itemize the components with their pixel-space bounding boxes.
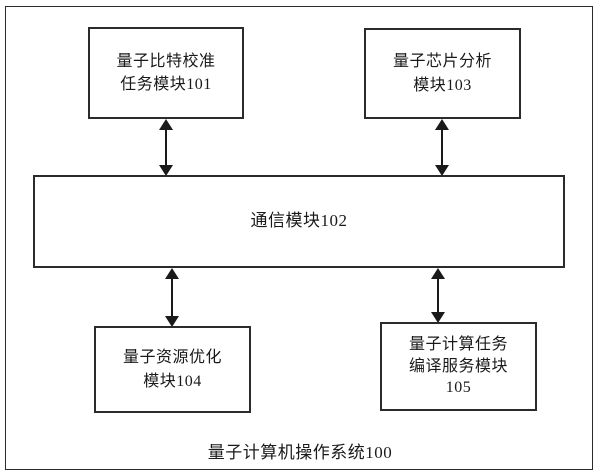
module-box-104-label: 量子资源优化 模块104: [122, 349, 222, 390]
arrowhead-up-icon: [159, 119, 173, 130]
module-box-102: 通信模块102: [33, 175, 565, 268]
module-box-101: 量子比特校准 任务模块101: [88, 27, 244, 119]
double-arrow-icon-101-102: [158, 119, 174, 176]
module-box-103: 量子芯片分析 模块103: [364, 28, 521, 119]
arrow-shaft: [441, 127, 443, 168]
arrow-shaft: [171, 276, 173, 319]
diagram-caption: 量子计算机操作系统100: [207, 443, 393, 462]
module-box-105: 量子计算任务 编译服务模块 105: [380, 322, 537, 411]
arrowhead-down-icon: [165, 316, 179, 327]
arrowhead-up-icon: [435, 119, 449, 130]
arrow-shaft: [437, 276, 439, 315]
module-box-103-label: 量子芯片分析 模块103: [392, 53, 492, 94]
arrowhead-up-icon: [165, 268, 179, 279]
page-border: [5, 6, 593, 470]
arrow-shaft: [165, 127, 167, 168]
arrowhead-down-icon: [159, 165, 173, 176]
double-arrow-icon-102-105: [430, 268, 446, 323]
double-arrow-icon-102-104: [164, 268, 180, 327]
module-box-105-label: 量子计算任务 编译服务模块 105: [408, 336, 508, 397]
double-arrow-icon-103-102: [434, 119, 450, 176]
arrowhead-up-icon: [431, 268, 445, 279]
arrowhead-down-icon: [431, 312, 445, 323]
arrowhead-down-icon: [435, 165, 449, 176]
module-box-102-label: 通信模块102: [250, 211, 348, 231]
module-box-104: 量子资源优化 模块104: [94, 326, 251, 413]
module-box-101-label: 量子比特校准 任务模块101: [116, 52, 216, 93]
